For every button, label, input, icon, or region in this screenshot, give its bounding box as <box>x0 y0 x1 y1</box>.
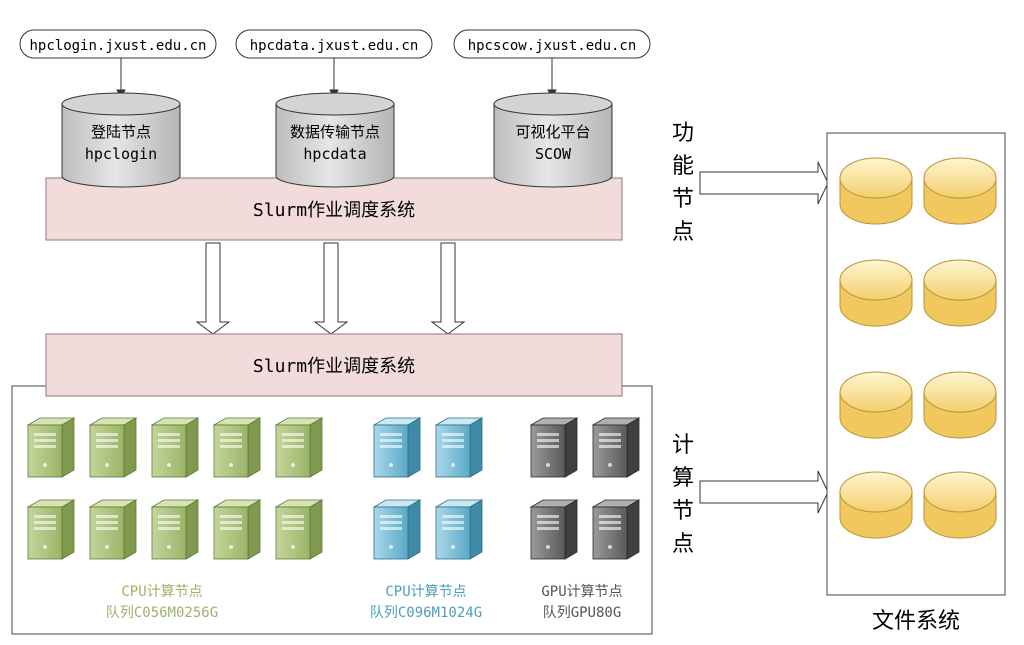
server-icon <box>212 417 262 478</box>
cylinder-data: 数据传输节点 hpcdata <box>275 92 395 188</box>
server-icon <box>88 417 138 478</box>
group-queue-gpu: 队列GPU80G <box>543 605 622 621</box>
server-icon <box>529 417 579 478</box>
filesystem-arrows <box>699 161 829 514</box>
hostname-pill <box>19 29 217 59</box>
server-icon <box>372 417 422 478</box>
hostname-data: hpcdata.jxust.edu.cn <box>250 38 419 54</box>
scheduler-label-bottom: Slurm作业调度系统 <box>253 356 415 377</box>
server-icon <box>274 499 324 560</box>
side-char: 算 <box>672 466 694 491</box>
storage-disk-icon <box>923 157 997 225</box>
storage-disk-icon <box>839 371 913 439</box>
side-label-compute: 计 算 节 点 <box>672 433 694 557</box>
filesystem-label: 文件系统 <box>872 609 960 634</box>
hostname-connectors <box>116 58 557 99</box>
scheduler-down-arrows <box>195 242 466 335</box>
cylinder-scow: 可视化平台 SCOW <box>493 92 613 188</box>
server-icon <box>591 499 641 560</box>
compute-servers <box>26 417 641 560</box>
function-node-name: 数据传输节点 <box>290 123 380 141</box>
server-icon <box>434 417 484 478</box>
filesystem-disks <box>839 157 997 539</box>
function-node-host: hpclogin <box>85 145 157 163</box>
scheduler-label-top: Slurm作业调度系统 <box>253 200 415 221</box>
group-label-gpu: GPU计算节点 <box>541 584 622 600</box>
function-node-name: 登陆节点 <box>91 123 151 141</box>
group-label-cpu-2: CPU计算节点 <box>385 584 466 600</box>
side-char: 节 <box>672 499 694 524</box>
function-node-host: SCOW <box>535 145 572 163</box>
storage-disk-icon <box>839 157 913 225</box>
arrow-compute-to-fs <box>699 470 829 514</box>
storage-disk-icon <box>923 371 997 439</box>
storage-disk-icon <box>839 259 913 327</box>
compute-group-labels: CPU计算节点 队列C056M0256G CPU计算节点 队列C096M1024… <box>106 584 623 621</box>
arrow-function-to-fs <box>699 161 829 205</box>
function-node-name: 可视化平台 <box>515 123 590 141</box>
side-char: 点 <box>672 220 694 245</box>
server-icon <box>88 499 138 560</box>
server-icon <box>591 417 641 478</box>
function-node-cylinders: 登陆节点 hpclogin 数据传输节点 hpcdata 可视化平台 SCOW <box>61 92 613 188</box>
server-icon <box>372 499 422 560</box>
storage-disk-icon <box>923 259 997 327</box>
function-node-host: hpcdata <box>303 145 366 163</box>
hostname-login: hpclogin.jxust.edu.cn <box>29 38 206 54</box>
cylinder-login: 登陆节点 hpclogin <box>61 92 181 188</box>
server-icon <box>26 417 76 478</box>
scheduler-bar-bottom <box>45 333 623 397</box>
group-queue-cpu-1: 队列C056M0256G <box>106 605 218 621</box>
hostname-scow: hpcscow.jxust.edu.cn <box>468 38 637 54</box>
server-icon <box>274 417 324 478</box>
side-char: 计 <box>672 433 694 458</box>
storage-disk-icon <box>923 471 997 539</box>
group-queue-cpu-2: 队列C096M1024G <box>370 605 482 621</box>
side-label-function: 功 能 节 点 <box>672 121 694 245</box>
server-icon <box>150 417 200 478</box>
side-char: 能 <box>672 154 694 179</box>
side-char: 节 <box>672 187 694 212</box>
group-label-cpu-1: CPU计算节点 <box>121 584 202 600</box>
server-icon <box>529 499 579 560</box>
side-char: 功 <box>672 121 694 146</box>
server-icon <box>150 499 200 560</box>
server-icon <box>26 499 76 560</box>
storage-disk-icon <box>839 471 913 539</box>
side-char: 点 <box>672 532 694 557</box>
hostname-pills: hpclogin.jxust.edu.cn hpcdata.jxust.edu.… <box>19 29 651 59</box>
server-icon <box>212 499 262 560</box>
server-icon <box>434 499 484 560</box>
